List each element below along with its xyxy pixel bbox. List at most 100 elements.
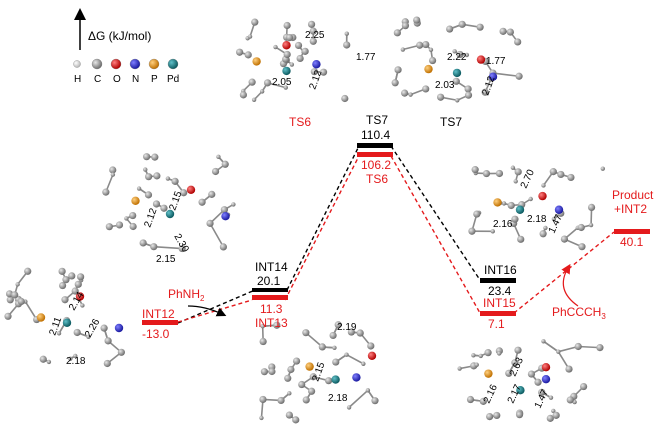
heteroatom <box>186 185 196 194</box>
carbon-atom <box>556 349 561 354</box>
carbon-atom <box>479 397 487 405</box>
carbon-atom <box>206 219 214 227</box>
svg-text:2.18: 2.18 <box>328 393 348 404</box>
svg-text:2.16: 2.16 <box>482 383 500 406</box>
carbon-atom <box>268 367 276 376</box>
carbon-atom <box>248 78 256 86</box>
carbon-atom <box>309 27 317 35</box>
carbon-atom <box>216 154 221 160</box>
int15-value: 7.1 <box>488 317 505 331</box>
level-int15 <box>480 311 516 316</box>
legend-label-o: O <box>113 74 121 85</box>
carbon-atom <box>495 169 504 178</box>
carbon-atom <box>347 328 355 336</box>
carbon-atom <box>408 92 413 97</box>
carbon-atom <box>310 68 318 76</box>
svg-text:2.25: 2.25 <box>305 30 325 41</box>
carbon-atom <box>220 206 228 214</box>
bond <box>209 222 225 248</box>
carbon-atom <box>476 23 484 31</box>
int16-molecule <box>468 165 605 251</box>
carbon-atom <box>511 215 519 223</box>
carbon-atom <box>151 153 159 161</box>
heteroatom <box>541 374 551 384</box>
int14-molecule <box>102 153 236 253</box>
carbon-atom <box>481 88 489 96</box>
carbon-atom <box>541 183 546 188</box>
ts6-value: 106.2 <box>361 158 391 172</box>
carbon-atom <box>458 20 466 28</box>
heteroatom <box>541 363 551 372</box>
carbon-atom <box>356 329 364 337</box>
carbon-atom <box>71 287 79 295</box>
carbon-atom <box>413 16 421 24</box>
carbon-atom <box>244 51 252 59</box>
carbon-atom <box>497 351 502 356</box>
carbon-atom <box>259 337 267 346</box>
bond <box>492 72 520 78</box>
carbon-atom <box>466 395 475 404</box>
level-product <box>614 229 650 234</box>
svg-text:2.12: 2.12 <box>142 207 159 229</box>
bond <box>543 340 559 353</box>
svg-text:2.12: 2.12 <box>480 75 497 97</box>
int14-name: INT14 <box>255 260 288 274</box>
carbon-atom <box>273 44 278 50</box>
carbon-atom <box>551 216 557 222</box>
heteroatom <box>331 375 340 384</box>
bond <box>153 245 183 250</box>
int13-name: INT13 <box>255 316 288 330</box>
svg-text:1.47: 1.47 <box>533 388 551 411</box>
carbon-atom <box>428 47 434 53</box>
carbon-atom <box>136 186 142 191</box>
carbon-atom <box>422 40 430 49</box>
svg-text:2.19: 2.19 <box>337 322 357 333</box>
carbon-atom <box>422 85 430 93</box>
carbon-atom <box>464 85 472 93</box>
int12-molecule <box>4 267 125 368</box>
svg-text:2.15: 2.15 <box>156 254 176 265</box>
carbon-atom <box>329 331 337 340</box>
carbon-atom <box>259 415 264 421</box>
carbon-atom <box>468 227 476 235</box>
carbon-atom <box>100 324 108 332</box>
heteroatom <box>476 55 486 64</box>
carbon-atom <box>309 37 317 45</box>
carbon-atom <box>428 56 437 65</box>
carbon-atom <box>287 391 292 396</box>
heteroatom <box>484 369 493 378</box>
carbon-atom <box>46 359 52 365</box>
carbon-atom <box>86 334 91 339</box>
carbon-atom <box>557 170 565 179</box>
svg-text:1.77: 1.77 <box>356 52 376 63</box>
legend-label-c: C <box>94 74 101 85</box>
heteroatom <box>75 292 85 301</box>
carbon-atom <box>68 356 73 361</box>
carbon-atom <box>285 33 294 42</box>
carbon-atom <box>334 321 342 329</box>
carbon-atom <box>482 169 491 178</box>
int15-molecule <box>457 339 604 422</box>
carbon-atom <box>416 41 424 49</box>
carbon-atom <box>198 198 206 206</box>
product-name-line1: Product <box>612 188 654 202</box>
legend-atom-c <box>91 58 103 70</box>
level-ts6 <box>357 152 393 157</box>
carbon-atom <box>499 27 507 35</box>
carbon-atom <box>211 167 220 176</box>
black-pathway <box>177 145 481 324</box>
carbon-atom <box>15 282 20 287</box>
carbon-atom <box>153 172 161 180</box>
int13-molecule <box>259 321 379 424</box>
carbon-atom <box>309 373 317 381</box>
carbon-atom <box>73 353 78 359</box>
carbon-atom <box>287 365 295 374</box>
heteroatom <box>515 205 525 214</box>
carbon-atom <box>17 297 25 306</box>
carbon-atom <box>514 38 522 46</box>
carbon-atom <box>551 408 556 414</box>
carbon-atom <box>506 28 514 36</box>
int12-name: INT12 <box>142 307 175 321</box>
carbon-atom <box>446 25 454 33</box>
legend-label-pd: Pd <box>167 74 179 85</box>
